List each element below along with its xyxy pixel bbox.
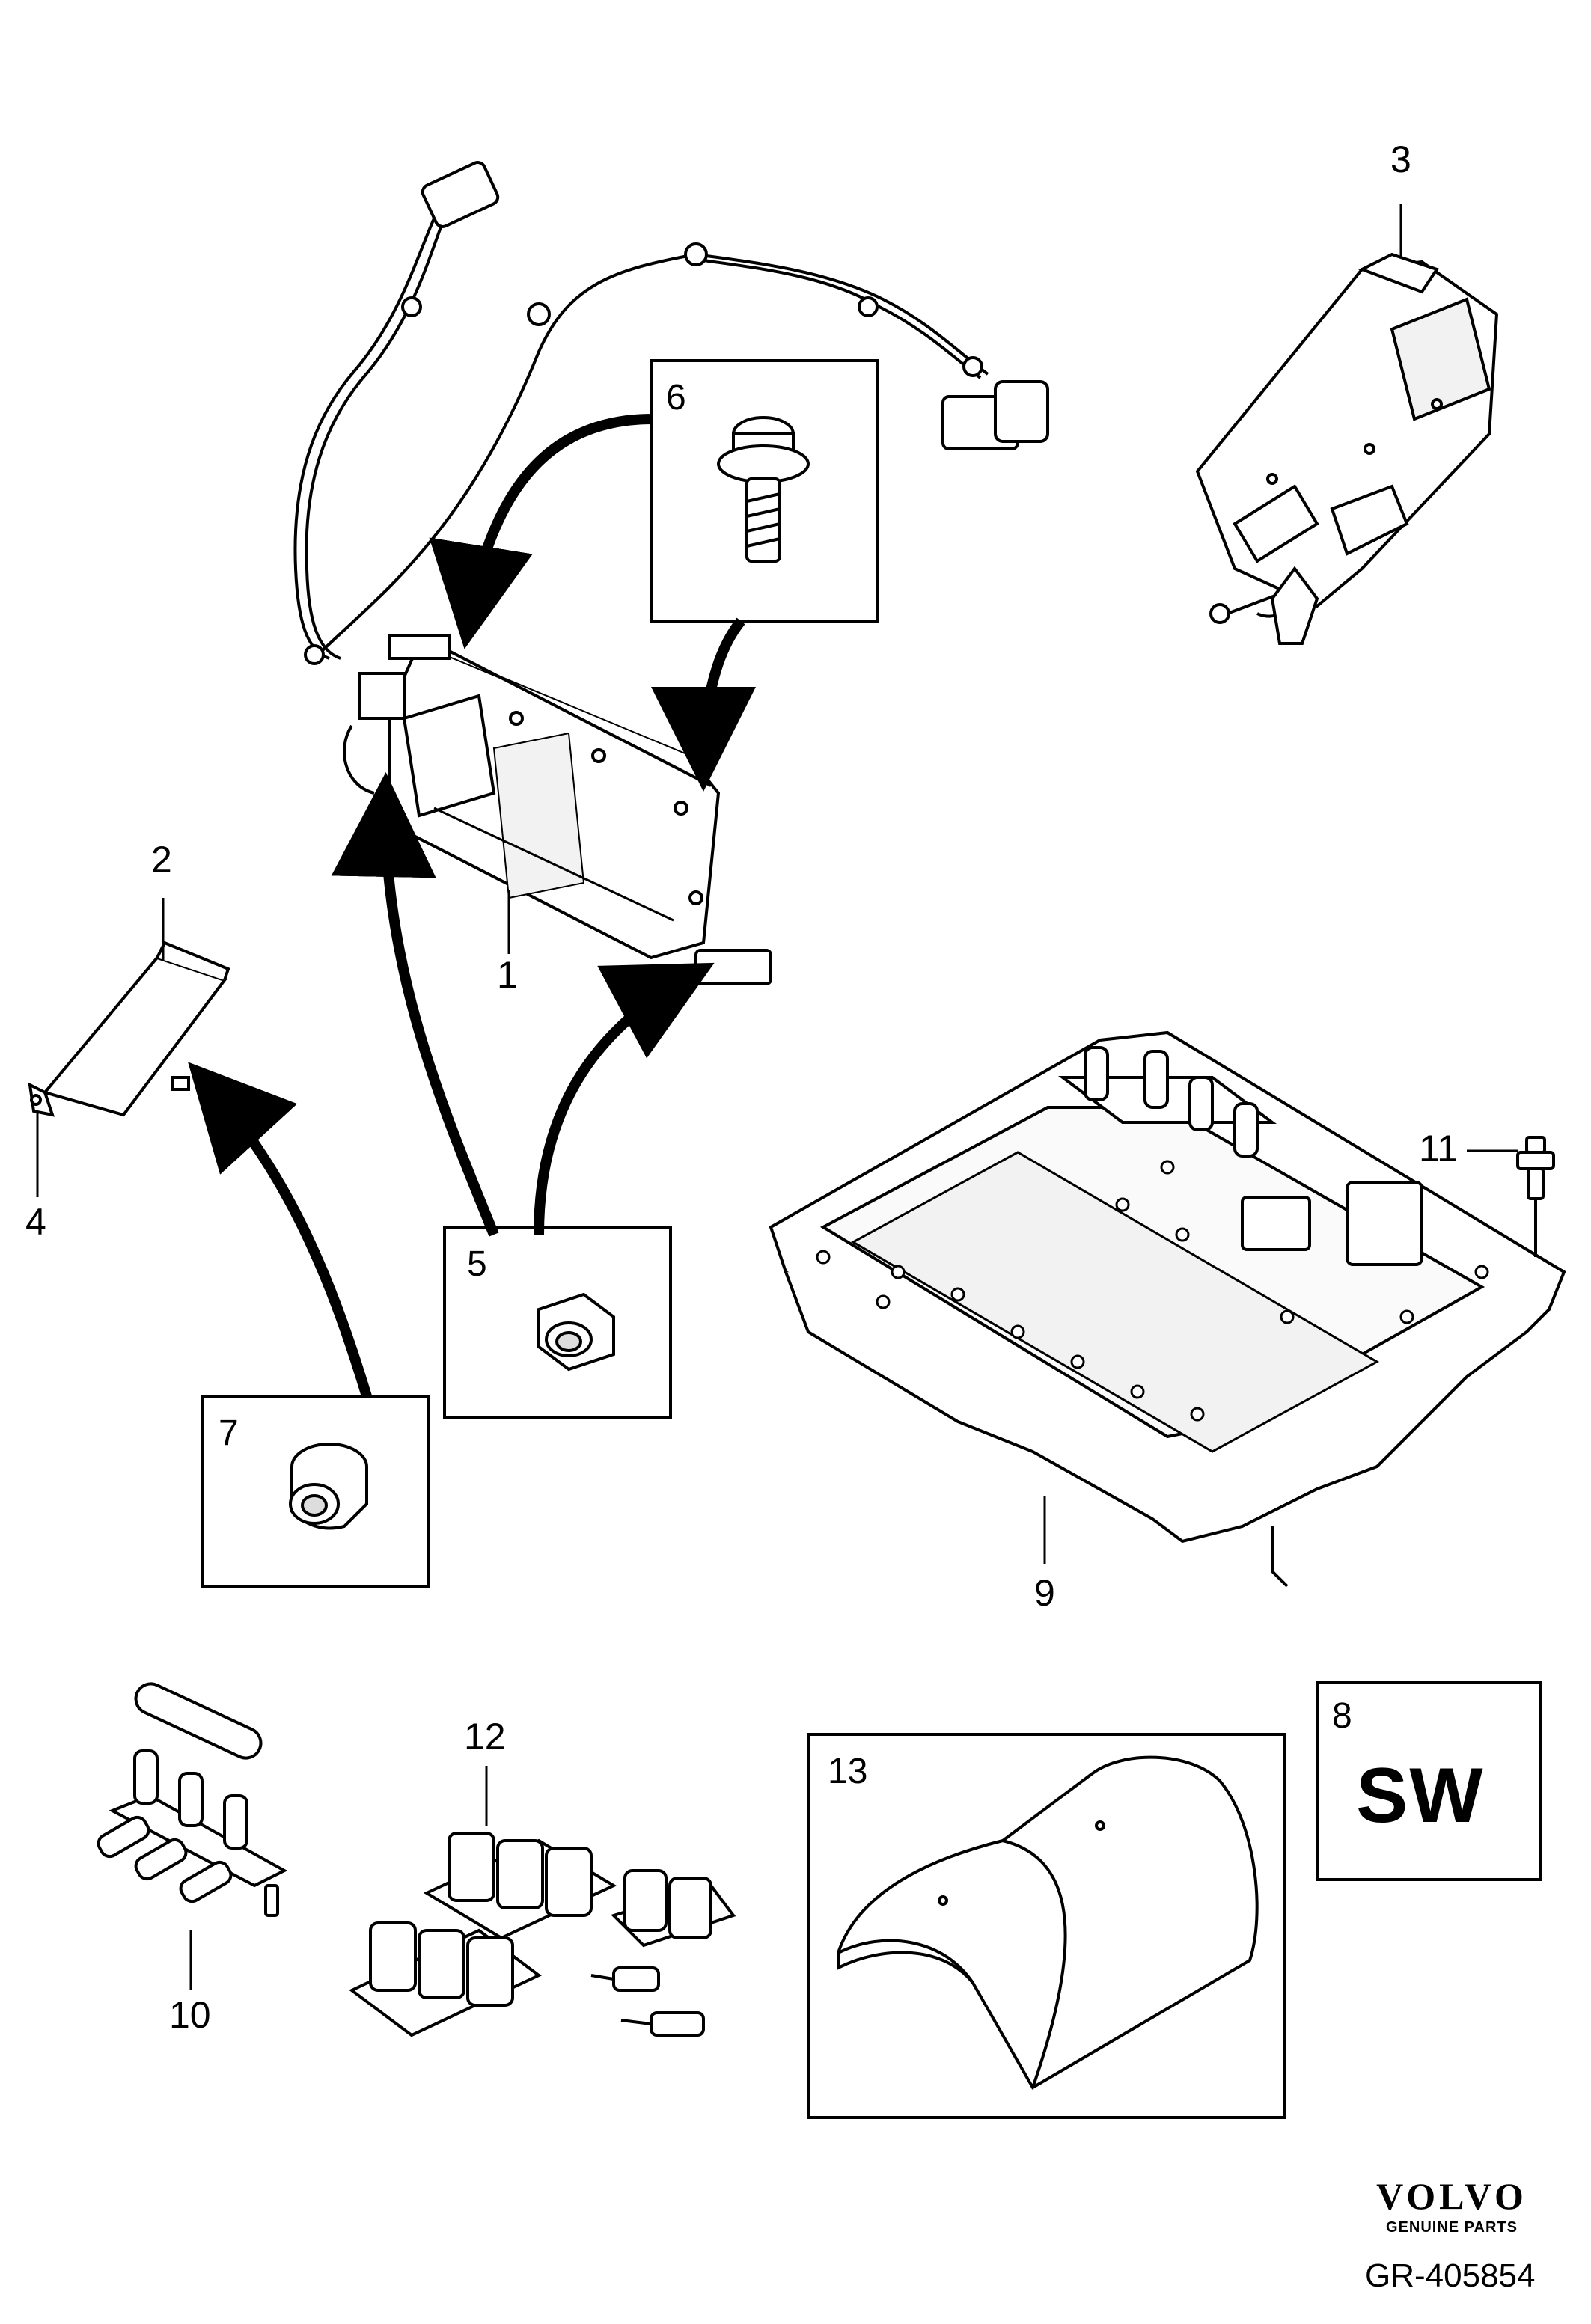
callout-9: 9 <box>1034 1572 1055 1614</box>
callout-12: 12 <box>464 1716 506 1758</box>
callout-6: 6 <box>666 378 686 418</box>
brand-tagline: GENUINE PARTS <box>1386 2219 1518 2236</box>
nut-icon <box>537 1292 615 1372</box>
assembly-arrows <box>188 414 757 1398</box>
small-module <box>28 941 230 1117</box>
callout-11: 11 <box>1419 1128 1458 1169</box>
harness-clips <box>304 242 983 665</box>
software-label: SW <box>1356 1752 1485 1839</box>
box-part-7 <box>201 1395 430 1588</box>
callout-7: 7 <box>219 1413 239 1453</box>
brand-logo: VOLVO GENUINE PARTS <box>1362 2177 1542 2236</box>
electronics-tray <box>769 1030 1566 1588</box>
connector-seals <box>349 1832 736 2037</box>
callout-10: 10 <box>169 1994 211 2036</box>
stud-bolt <box>1516 1136 1555 1257</box>
callout-8: 8 <box>1332 1696 1352 1736</box>
reference-code: GR-405854 <box>1365 2257 1536 2294</box>
coolant-manifold <box>97 1682 288 1917</box>
heat-shield-cover <box>837 1755 1259 2090</box>
box-part-8 <box>1316 1681 1542 1881</box>
tray-connectors <box>1084 1046 1259 1158</box>
callout-3: 3 <box>1390 138 1411 180</box>
box-part-13 <box>807 1733 1286 2119</box>
callout-1: 1 <box>497 954 518 996</box>
leader-lines <box>36 204 1518 1990</box>
box-part-6 <box>650 359 879 623</box>
flange-bolt-icon <box>717 416 810 563</box>
box-part-5 <box>443 1226 672 1419</box>
harness-connector-top <box>421 161 1049 450</box>
wiring-harness <box>293 201 989 660</box>
control-unit <box>1195 252 1499 645</box>
callout-4: 4 <box>25 1201 46 1243</box>
sleeve-nut-icon <box>289 1443 368 1530</box>
callout-13: 13 <box>828 1752 868 1791</box>
callout-2: 2 <box>151 839 172 881</box>
callout-5: 5 <box>467 1244 487 1284</box>
tray-bolt-holes <box>816 1160 1489 1422</box>
brand-name: VOLVO <box>1376 2175 1527 2217</box>
